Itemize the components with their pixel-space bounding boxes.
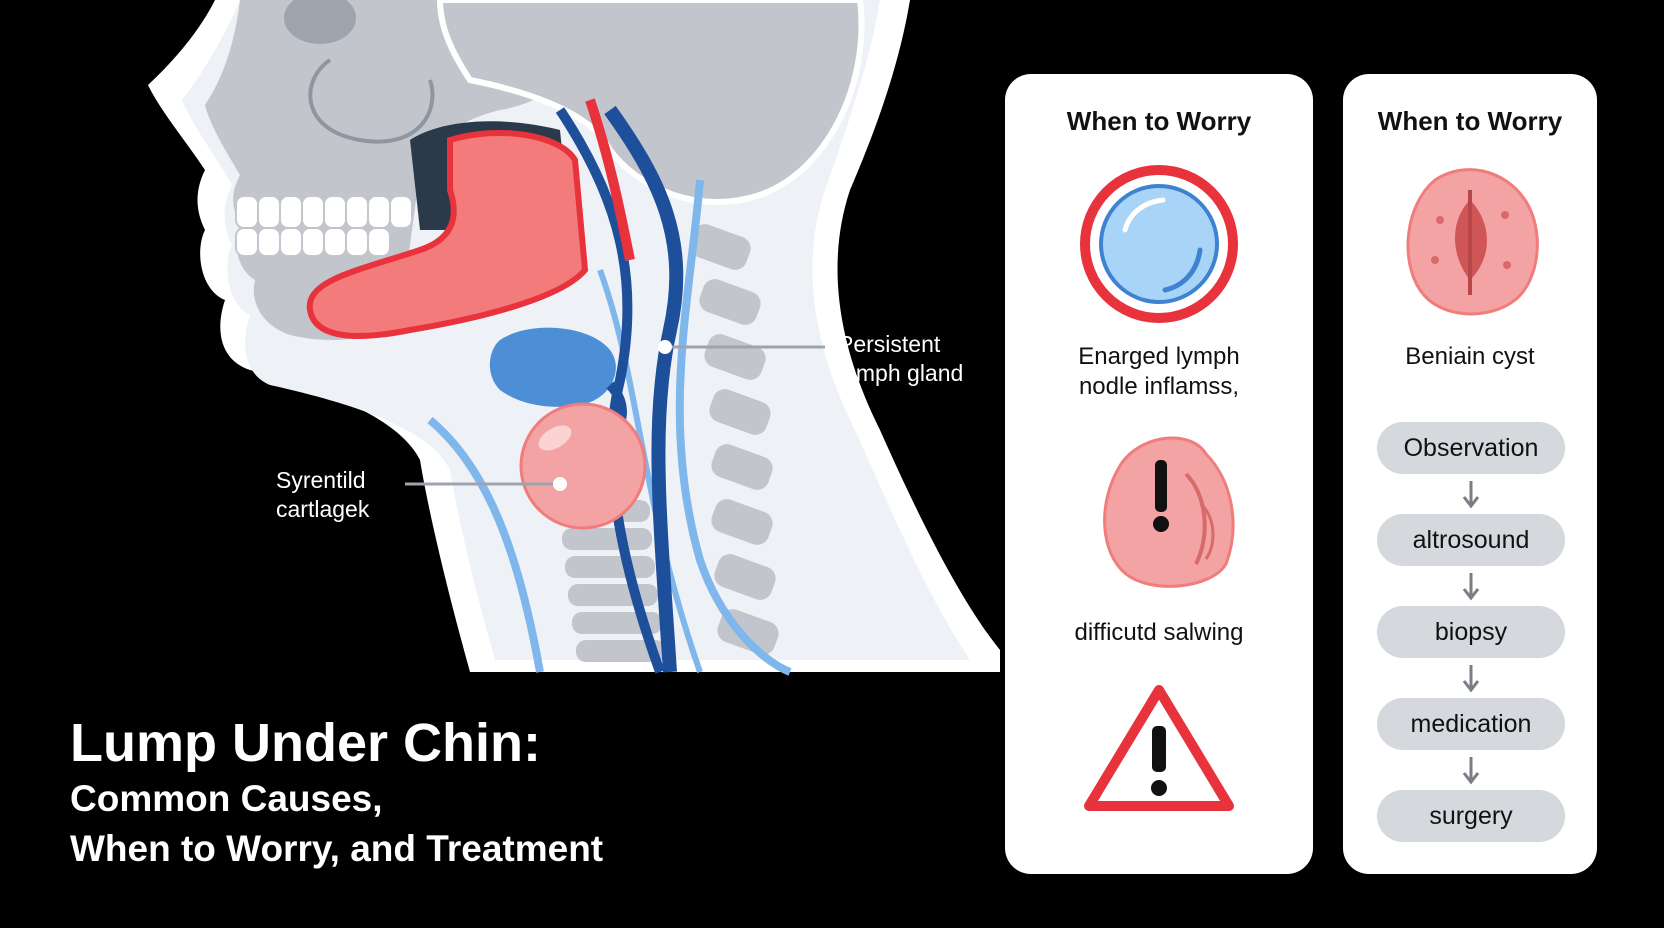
skull-rear [436, 0, 865, 205]
card-right-heading: When to Worry [1377, 106, 1563, 136]
carotid-branch [555, 107, 665, 674]
when-to-worry-card-right: When to Worry Beniain cyst Observation a… [1343, 74, 1597, 874]
artery [585, 98, 635, 261]
down-arrow-icon [1462, 573, 1480, 601]
tissue-warning-icon [1103, 436, 1235, 588]
cartilage-label: Syrentild cartlagek [276, 467, 370, 522]
cyst-icon [1406, 168, 1539, 316]
card-left-heading: When to Worry [1066, 106, 1252, 136]
warning-triangle-icon [1084, 685, 1234, 811]
throat-outline [427, 416, 544, 673]
treatment-step-surgery: surgery [1377, 790, 1565, 842]
card-left-caption-1: Enarged lymph nodle inflamss, [1078, 343, 1240, 400]
treatment-step-ultrasound: altrosound [1377, 514, 1565, 566]
teeth [235, 195, 413, 257]
light-blue-vessel [675, 179, 792, 676]
jugular-vein [604, 105, 684, 673]
tongue [306, 129, 589, 339]
treatment-step-observation: Observation [1377, 422, 1565, 474]
salivary-gland [489, 327, 616, 407]
down-arrow-icon [1462, 757, 1480, 785]
treatment-step-biopsy: biopsy [1377, 606, 1565, 658]
down-arrow-icon [1462, 665, 1480, 693]
gland-marker-dot [658, 340, 672, 354]
page-subtitle: Common Causes, When to Worry, and Treatm… [70, 778, 604, 869]
chin-lump [519, 402, 647, 530]
gland-label: Persistent lumph gland [838, 331, 964, 386]
eye-socket [284, 0, 356, 44]
title-block: Lump Under Chin: Common Causes, When to … [70, 712, 603, 874]
card-right-caption: Beniain cyst [1405, 343, 1535, 370]
page-title: Lump Under Chin: [70, 713, 541, 773]
cartilage-marker-dot [553, 477, 567, 491]
down-arrow-icon [1462, 481, 1480, 509]
treatment-step-medication: medication [1377, 698, 1565, 750]
neck-anatomy-illustration [148, 0, 1000, 676]
card-left-caption-2: difficutd salwing [1074, 619, 1244, 646]
lymph-node-circle-icon [1080, 165, 1238, 323]
when-to-worry-card-left: When to Worry Enarged lymph nodle inflam… [1005, 74, 1313, 874]
